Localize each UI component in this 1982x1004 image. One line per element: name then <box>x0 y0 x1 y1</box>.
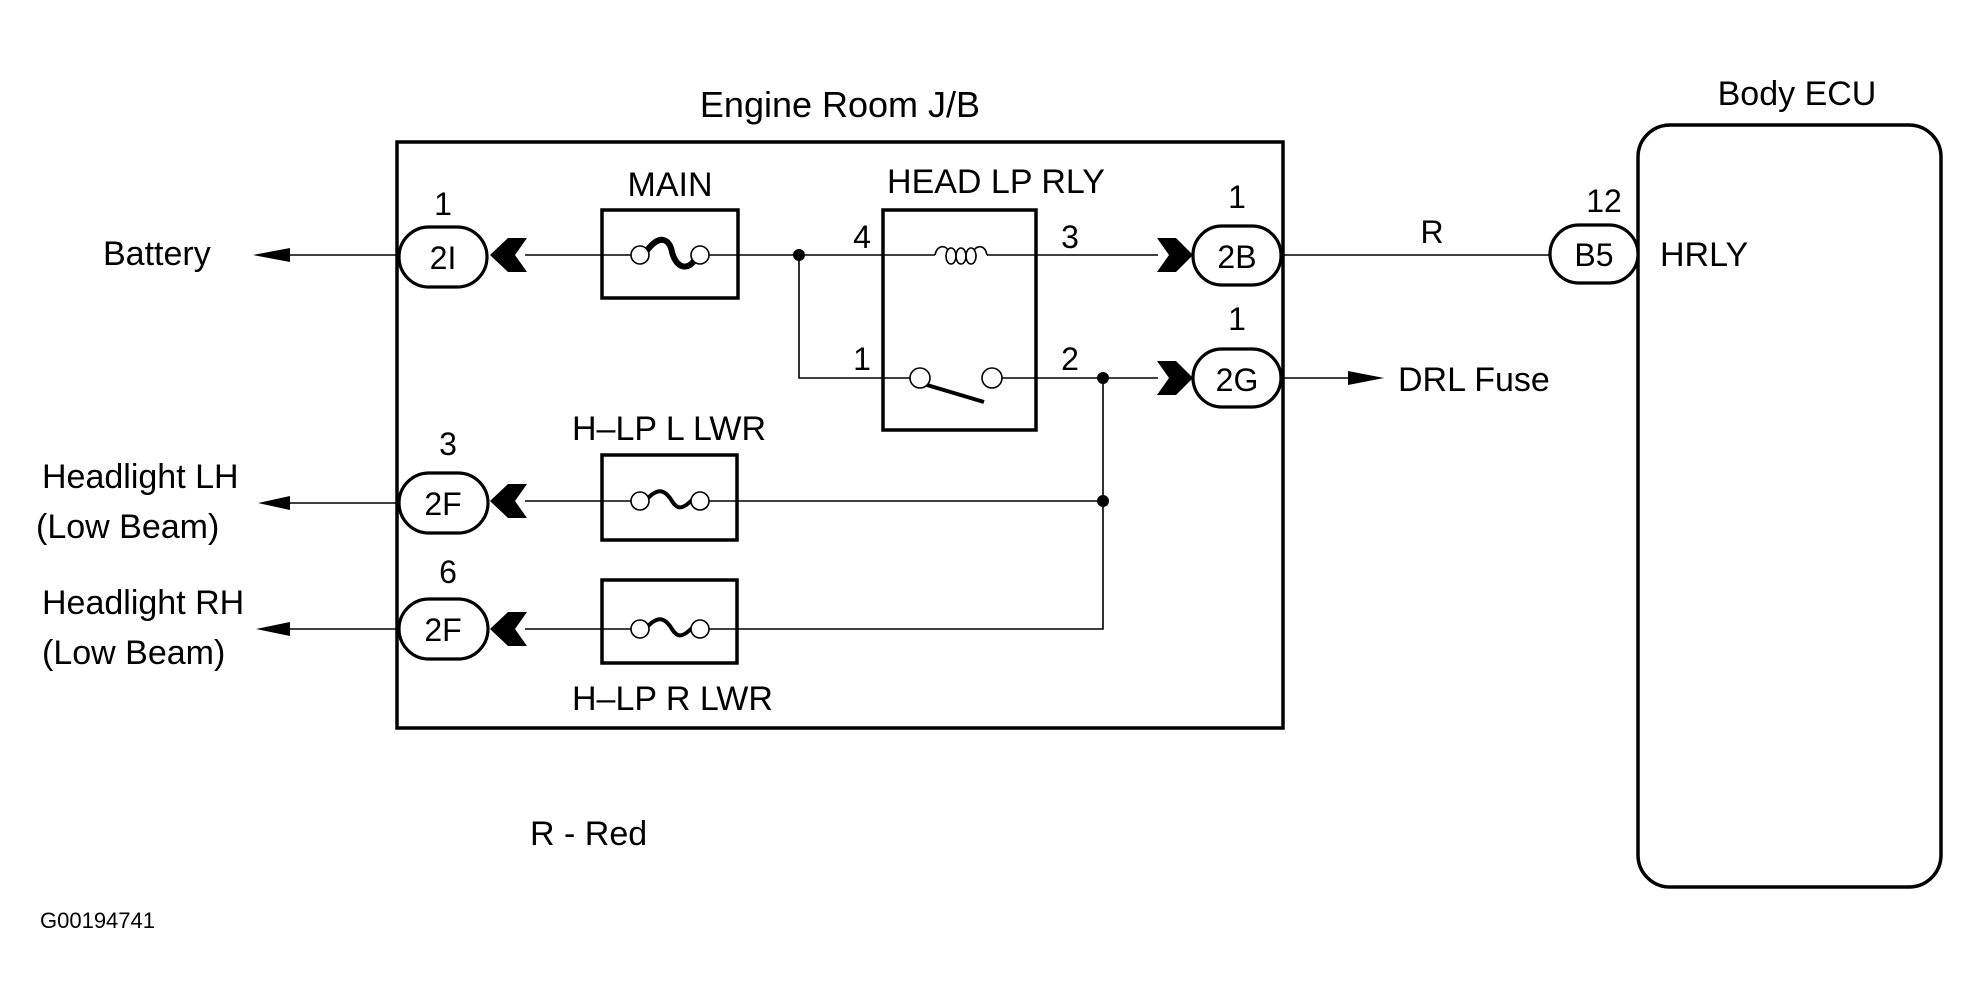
relay-pin-2: 2 <box>1061 341 1079 377</box>
relay-pin-1: 1 <box>853 341 871 377</box>
connector-B5-code: B5 <box>1574 237 1613 273</box>
connector-2B-pin: 1 <box>1228 179 1246 215</box>
body-ecu-title: Body ECU <box>1718 75 1877 113</box>
main-fuse-icon <box>600 208 740 300</box>
relay-label: HEAD LP RLY <box>887 163 1105 201</box>
female-terminal-icon <box>490 484 527 518</box>
engine-room-jb-title: Engine Room J/B <box>700 84 980 125</box>
connector-2I-pin: 1 <box>434 186 452 222</box>
connector-2G-code: 2G <box>1216 362 1259 398</box>
drl-arrow-icon <box>1283 371 1384 385</box>
figure-id: G00194741 <box>40 908 155 933</box>
connector-2B-code: 2B <box>1217 239 1256 275</box>
headlight-lh-label: Headlight LH <box>42 458 239 496</box>
female-terminal-icon <box>490 238 527 272</box>
connector-B5: 12 B5 <box>1548 183 1640 285</box>
headlight-rh-label: Headlight RH <box>42 584 244 622</box>
connector-2F-lh-pin: 3 <box>439 426 457 462</box>
main-fuse-label: MAIN <box>628 166 713 204</box>
battery-arrow-icon <box>253 248 397 262</box>
connector-2F-rh-code: 2F <box>424 612 461 648</box>
connector-2F-rh: 6 2F <box>397 554 527 661</box>
battery-label: Battery <box>103 235 211 273</box>
connector-2F-lh-code: 2F <box>424 486 461 522</box>
fuse-hlp-r-lwr-icon <box>600 578 739 665</box>
relay-pin-4: 4 <box>853 219 871 255</box>
fuse-hlp-l-lwr-label: H–LP L LWR <box>572 410 766 448</box>
relay-icon <box>881 208 1038 432</box>
fuse-hlp-l-lwr-icon <box>600 453 739 542</box>
connector-2I-code: 2I <box>430 240 457 276</box>
connector-2B: 1 2B <box>1157 179 1283 287</box>
connector-2I: 1 2I <box>397 186 527 289</box>
connector-2F-rh-pin: 6 <box>439 554 457 590</box>
male-terminal-icon <box>1157 238 1193 272</box>
headlight-lh-arrow-icon <box>258 496 397 510</box>
engine-room-jb-box <box>395 140 1285 730</box>
drl-fuse-label: DRL Fuse <box>1398 361 1550 399</box>
connector-2G: 1 2G <box>1157 301 1283 409</box>
male-terminal-icon <box>1157 361 1193 395</box>
wire-color-legend: R - Red <box>530 815 647 853</box>
wire-color-label: R <box>1420 214 1443 250</box>
fuse-hlp-r-lwr-label: H–LP R LWR <box>572 680 773 718</box>
relay-pin-3: 3 <box>1061 219 1079 255</box>
female-terminal-icon <box>490 612 527 646</box>
hrly-terminal-label: HRLY <box>1660 236 1748 274</box>
headlight-rh-arrow-icon <box>256 622 397 636</box>
connector-2G-pin: 1 <box>1228 301 1246 337</box>
headlight-rh-sublabel: (Low Beam) <box>42 634 225 672</box>
headlight-lh-sublabel: (Low Beam) <box>36 508 219 546</box>
connector-B5-pin: 12 <box>1586 183 1622 219</box>
junction-dot <box>1097 495 1109 507</box>
connector-2F-lh: 3 2F <box>397 426 527 535</box>
body-ecu-box <box>1636 123 1943 889</box>
